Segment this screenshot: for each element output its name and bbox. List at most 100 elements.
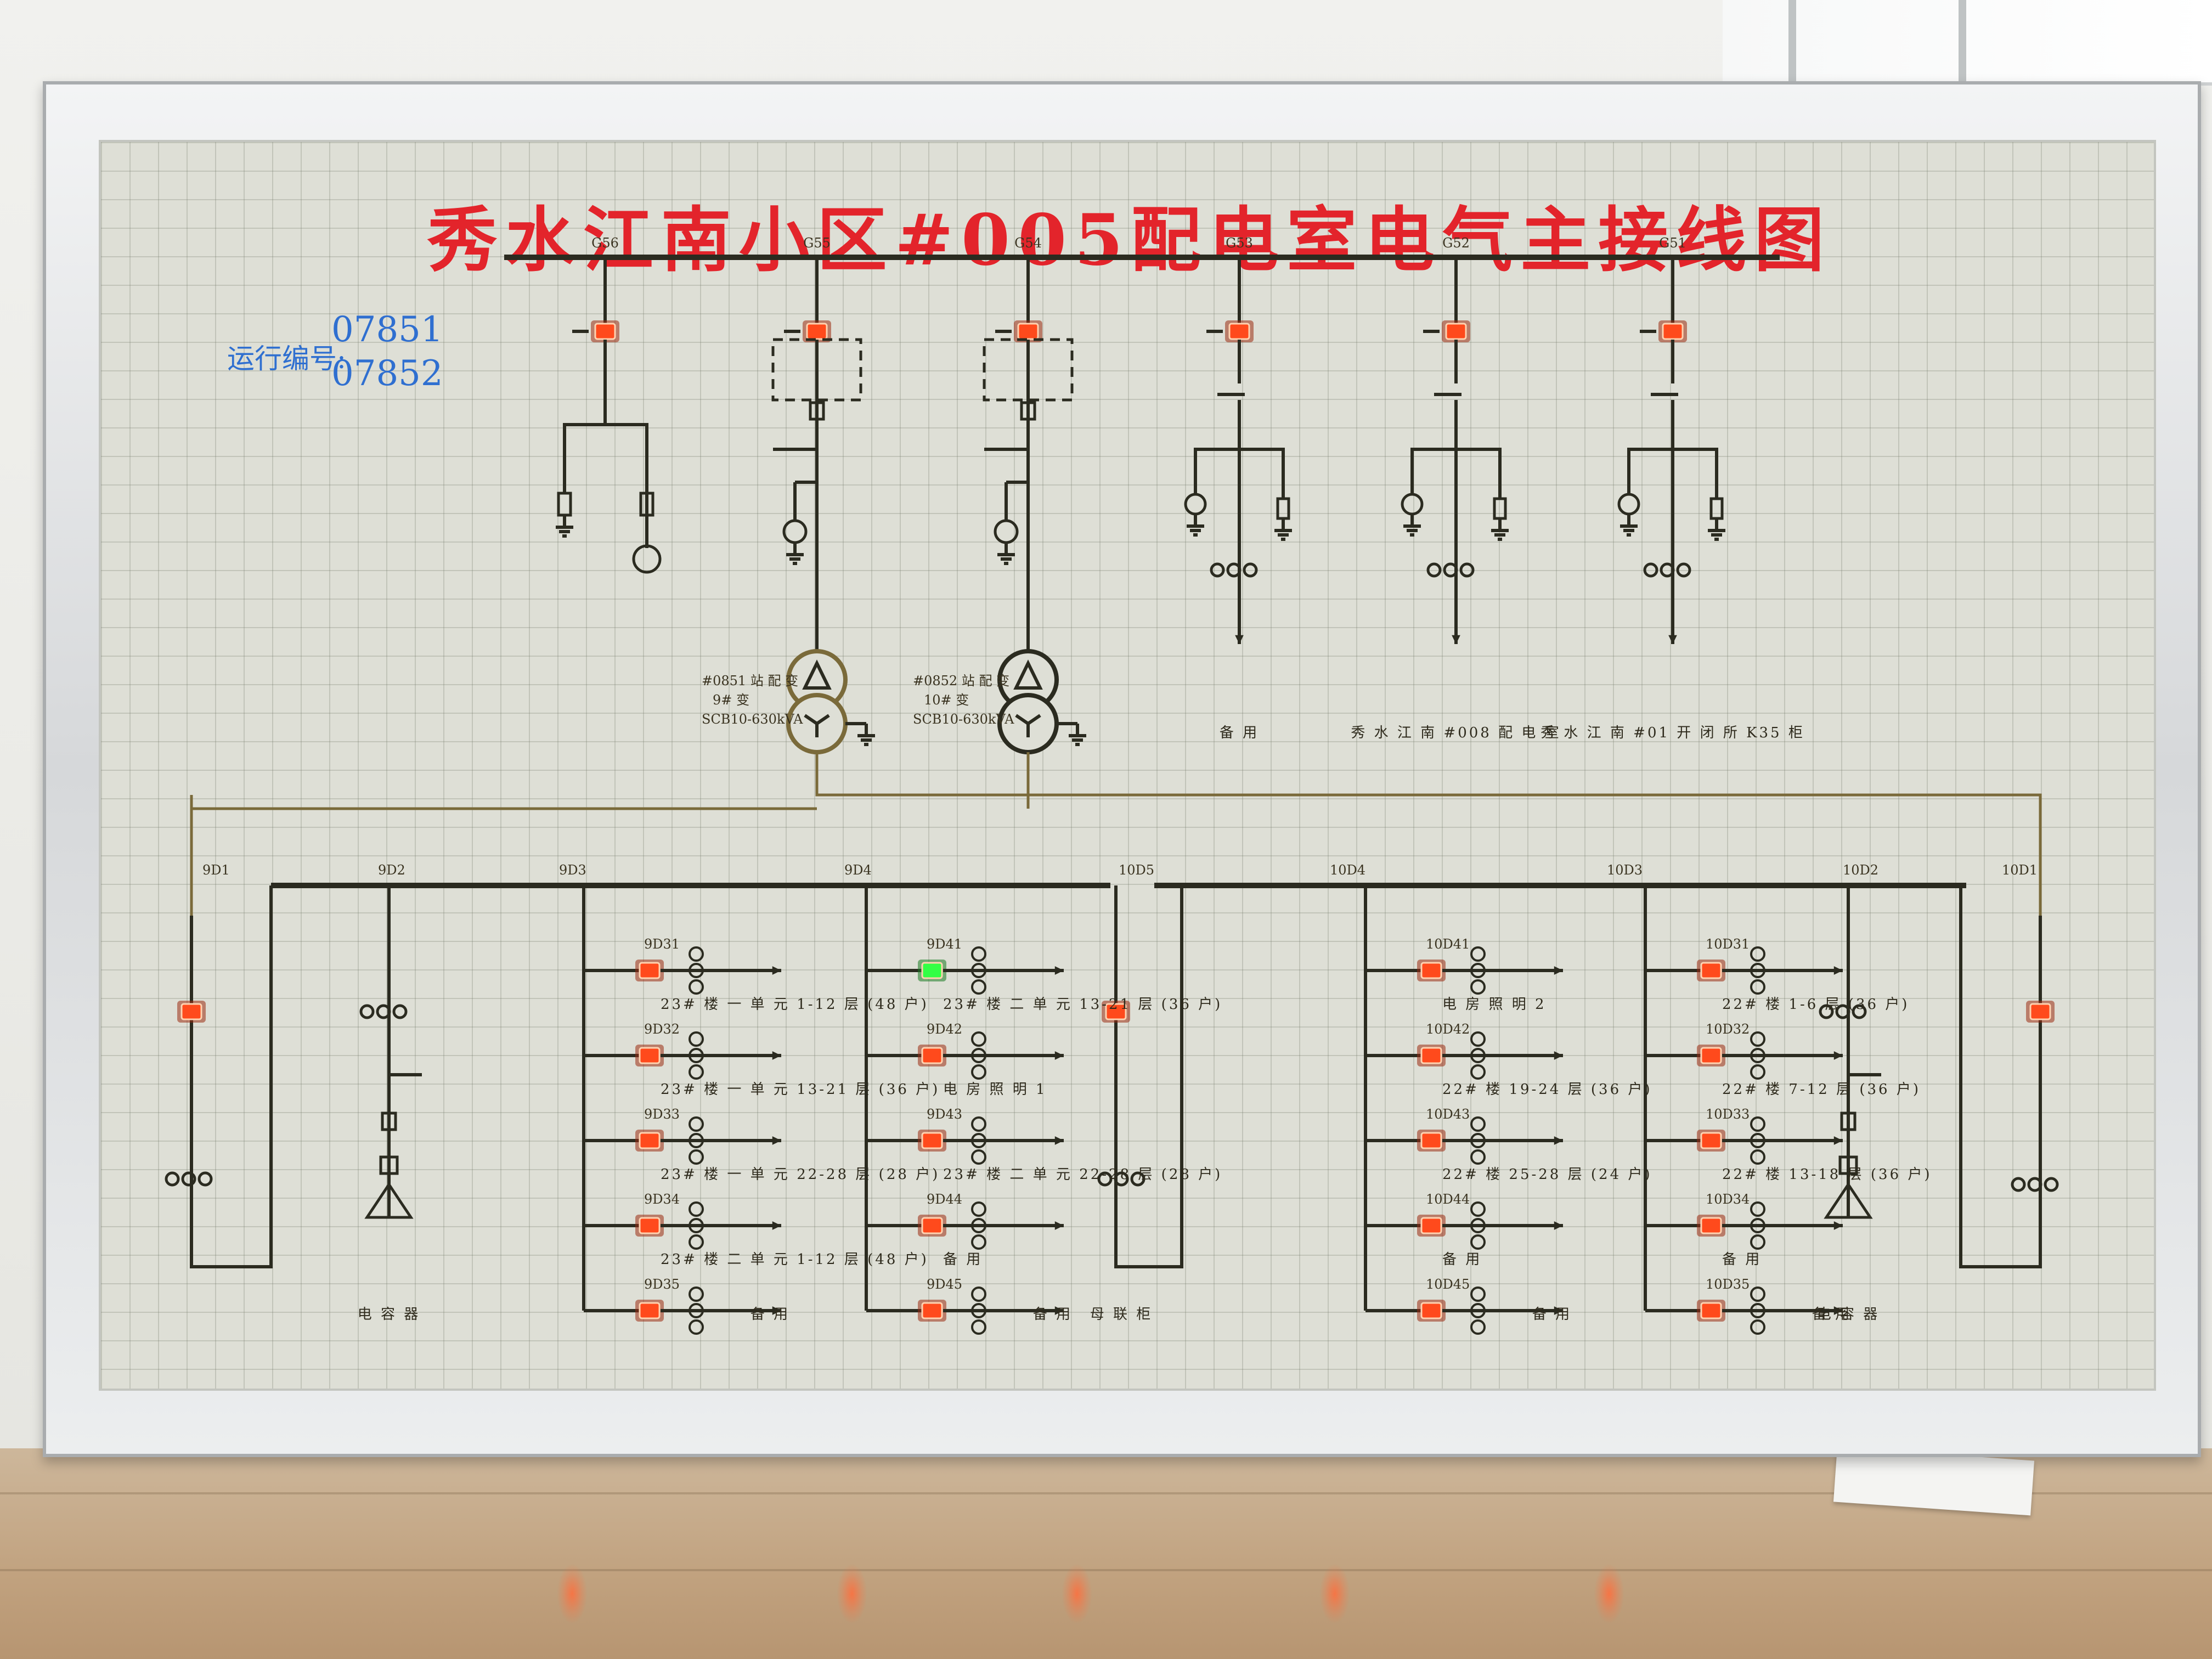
ct-icon xyxy=(1470,963,1486,978)
bus-tie-ct-icon xyxy=(1114,1171,1129,1187)
op-number-1: 07851 xyxy=(331,309,443,350)
delta-symbol-icon xyxy=(1013,659,1043,690)
ct-icon xyxy=(689,1319,704,1335)
floor-seam xyxy=(0,1569,2212,1571)
lightning-arrester-icon xyxy=(994,519,1019,544)
lv-secondary-9 xyxy=(190,795,817,810)
window-mullion xyxy=(1788,0,1796,82)
capacitor-bank-icon xyxy=(1824,1182,1873,1219)
outgoing-ct-icon xyxy=(1426,562,1442,578)
breaker-led-10D35 xyxy=(1700,1302,1722,1319)
ct-icon xyxy=(1750,979,1765,995)
bus-tie-label: 母 联 柜 xyxy=(1090,1306,1153,1323)
breaker-led-10D43 xyxy=(1420,1132,1442,1149)
hv-cabinet-id: G51 xyxy=(1659,235,1686,251)
capacitor-ct-icon xyxy=(1819,1004,1834,1019)
ct-icon xyxy=(689,1133,704,1148)
feeder-id: 9D32 xyxy=(644,1022,680,1037)
ct-icon xyxy=(1750,1048,1765,1063)
capacitor-ct-icon xyxy=(359,1004,375,1019)
transformer-label: 9# 变 xyxy=(713,692,749,708)
ct-icon xyxy=(1470,1116,1486,1132)
ct-icon xyxy=(689,1064,704,1080)
hv-breaker-led-G54 xyxy=(1017,323,1039,340)
ct-icon xyxy=(1750,1303,1765,1318)
pt-icon xyxy=(632,544,662,574)
feeder-label: 电 房 照 明 2 xyxy=(1442,996,1547,1013)
feeder-id: 9D33 xyxy=(644,1107,680,1122)
hv-breaker-led-G53 xyxy=(1228,323,1250,340)
hv-breaker-led-G55 xyxy=(806,323,828,340)
hv-breaker-led-G52 xyxy=(1445,323,1467,340)
lv-cabinet-id: 9D1 xyxy=(202,862,230,878)
feeder-arrow-head xyxy=(1833,1306,1843,1315)
ct-icon xyxy=(689,1303,704,1318)
feeder-id: 10D33 xyxy=(1706,1107,1750,1122)
outgoing-ct-icon xyxy=(1676,562,1691,578)
feeder-id: 10D32 xyxy=(1706,1022,1750,1037)
fuse-icon xyxy=(1709,497,1724,520)
mimic-board: 秀水江南小区#005配电室电气主接线图 运行编号: 07851 07852 G5… xyxy=(99,140,2156,1391)
bus-tie-10D5 xyxy=(1114,885,1183,1268)
ct-icon xyxy=(689,1031,704,1047)
feeder-id: 10D43 xyxy=(1426,1107,1470,1122)
capacitor-bank-icon xyxy=(364,1182,414,1219)
led-reflection xyxy=(1319,1564,1350,1624)
feeder-arrow-head xyxy=(1054,1306,1064,1315)
lv-cabinet-id: 9D4 xyxy=(844,862,872,878)
ct-icon xyxy=(1470,979,1486,995)
ct-icon xyxy=(1750,963,1765,978)
ct-icon xyxy=(1750,1031,1765,1047)
breaker-led-9D42 xyxy=(921,1047,943,1064)
ct-icon xyxy=(689,979,704,995)
fuse-icon xyxy=(809,401,825,421)
ct-icon xyxy=(971,1319,986,1335)
outgoing-arrow-head xyxy=(1452,635,1460,644)
ct-icon xyxy=(971,1048,986,1063)
led-reflection xyxy=(557,1564,588,1624)
feeder-arrow-head xyxy=(772,1051,781,1060)
spare-label: 备 用 xyxy=(1033,1306,1073,1323)
outgoing-ct-icon xyxy=(1643,562,1658,578)
breaker-led-10D41 xyxy=(1420,962,1442,979)
transformer-label: #0851 站 配 变 xyxy=(702,673,798,689)
ct-icon xyxy=(1470,1201,1486,1217)
interlock-dash xyxy=(983,338,1074,402)
lv-secondary-link xyxy=(815,752,1382,797)
ct-icon xyxy=(689,1149,704,1165)
feeder-label: 22# 楼 7-12 层 (36 户) xyxy=(1722,1081,1921,1098)
fuse-icon xyxy=(381,1111,397,1131)
ct-icon xyxy=(689,1218,704,1233)
breaker-led-9D31 xyxy=(639,962,661,979)
outgoing-branch xyxy=(1194,448,1239,493)
hv-cabinet-id: G55 xyxy=(803,235,831,251)
incomer-9D1-ct-icon xyxy=(165,1171,180,1187)
breaker-led-9D33 xyxy=(639,1132,661,1149)
hv-cabinet-label: 秀 水 江 南 #008 配 电 室 xyxy=(1351,725,1561,741)
incomer-10D1-ct-icon xyxy=(2027,1177,2042,1192)
lv-cabinet-id: 10D2 xyxy=(1843,862,1878,878)
spare-label: 备 用 xyxy=(1812,1306,1852,1323)
feeder-id: 10D42 xyxy=(1426,1022,1470,1037)
feeder-label: 23# 楼 二 单 元 1-12 层 (48 户) xyxy=(661,1251,929,1268)
lv-secondary-10-path xyxy=(1028,793,2042,916)
fuse-icon xyxy=(1276,497,1290,520)
feeder-label: 备 用 xyxy=(943,1251,983,1268)
feeder-id: 10D31 xyxy=(1706,936,1750,952)
indicator-lamp-icon xyxy=(1184,493,1207,516)
feeder-id: 9D41 xyxy=(927,936,962,952)
feeder-id: 9D42 xyxy=(927,1022,962,1037)
feeder-id: 10D35 xyxy=(1706,1277,1750,1292)
transformer-label: #0852 站 配 变 xyxy=(913,673,1009,689)
contactor-icon xyxy=(379,1155,399,1175)
ct-icon xyxy=(689,1234,704,1250)
breaker-led-9D41 xyxy=(921,962,943,979)
feeder-id: 10D34 xyxy=(1706,1192,1750,1207)
ct-icon xyxy=(689,1286,704,1302)
spare-label: 备 用 xyxy=(751,1306,790,1323)
outgoing-branch xyxy=(1673,448,1718,499)
ct-icon xyxy=(971,1218,986,1233)
feeder-id: 10D44 xyxy=(1426,1192,1470,1207)
fuse-icon xyxy=(1020,401,1036,421)
breaker-led-9D45 xyxy=(921,1302,943,1319)
